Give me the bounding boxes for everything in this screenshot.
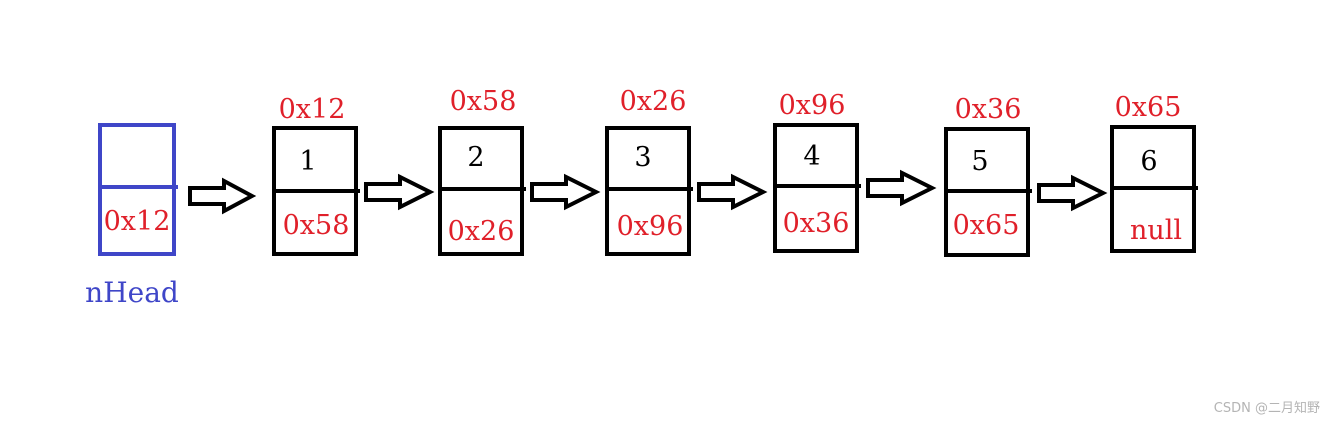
arrow-icon	[1037, 174, 1108, 212]
head-node-label: nHead	[85, 276, 179, 309]
arrow-icon	[866, 169, 937, 207]
node-next: null	[1130, 215, 1182, 246]
node-value: 1	[299, 146, 316, 177]
head-node: 0x12 nHead	[85, 123, 179, 309]
node-value: 6	[1140, 146, 1157, 177]
watermark: CSDN @二月知野	[1213, 401, 1320, 416]
node-next: 0x96	[617, 211, 684, 242]
node-address: 0x96	[779, 90, 846, 121]
node-address: 0x12	[279, 94, 346, 125]
node-value: 2	[467, 142, 484, 173]
node-next: 0x58	[283, 210, 350, 241]
arrow-icon	[530, 173, 601, 211]
node-address: 0x36	[955, 94, 1022, 125]
node-value: 5	[971, 146, 988, 177]
list-node: 0x36 5 0x65	[944, 94, 1032, 257]
node-address: 0x26	[620, 86, 687, 117]
node-address: 0x65	[1115, 92, 1182, 123]
list-node: 0x65 6 null	[1110, 92, 1198, 253]
node-value: 4	[803, 141, 820, 172]
head-node-box	[98, 123, 176, 256]
node-address: 0x58	[450, 86, 517, 117]
list-node: 0x26 3 0x96	[605, 86, 693, 256]
node-next: 0x65	[953, 210, 1020, 241]
arrow-icon	[697, 173, 768, 211]
arrow-icon	[188, 177, 257, 215]
list-node: 0x58 2 0x26	[438, 86, 526, 256]
node-next: 0x36	[783, 208, 850, 239]
head-node-pointer: 0x12	[104, 206, 171, 237]
node-next: 0x26	[448, 216, 515, 247]
arrow-icon	[364, 173, 435, 211]
list-node: 0x96 4 0x36	[773, 90, 861, 253]
node-value: 3	[634, 142, 651, 173]
list-node: 0x12 1 0x58	[272, 94, 360, 256]
